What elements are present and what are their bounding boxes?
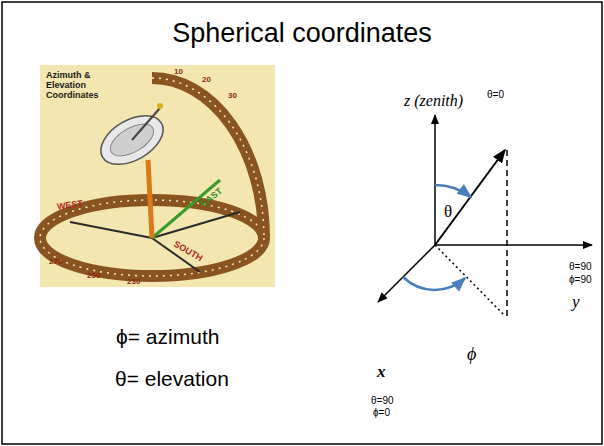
degree-mark: 30: [228, 92, 237, 101]
degree-mark: 20: [202, 76, 211, 85]
angle-note: θ=90: [569, 261, 592, 272]
degree-mark: 250: [87, 272, 100, 281]
angle-note: θ=0: [487, 89, 504, 100]
angle-symbol: θ: [444, 203, 452, 222]
axes-figure: [378, 115, 592, 316]
angle-note: θ=90: [371, 395, 394, 406]
definition-text: ϕ= azimuth: [116, 325, 219, 348]
antenna-illustration: [40, 65, 275, 287]
photo-caption: Azimuth & Elevation Coordinates: [46, 71, 110, 101]
slide-title: Spherical coordinates: [0, 18, 604, 49]
angle-symbol: ϕ: [467, 345, 476, 365]
degree-mark: 10: [174, 68, 183, 77]
definition-text: θ= elevation: [115, 367, 229, 390]
degree-mark: 270: [49, 258, 62, 267]
angle-note: ϕ=90: [569, 274, 592, 285]
degree-mark: 230: [127, 278, 140, 287]
axis-label: x: [377, 363, 386, 382]
angle-note: ϕ=0: [373, 407, 390, 418]
axis-label: y: [572, 293, 580, 312]
axis-label: z (zenith): [404, 92, 463, 110]
